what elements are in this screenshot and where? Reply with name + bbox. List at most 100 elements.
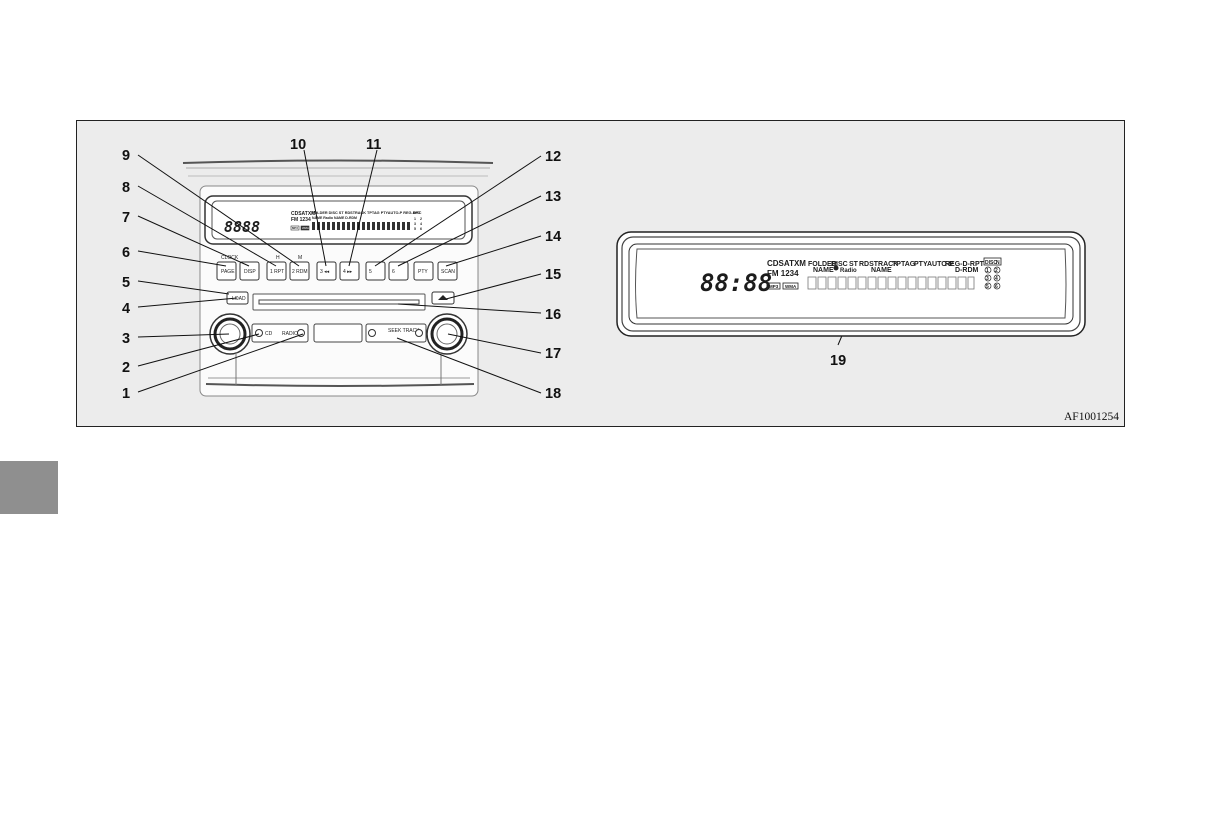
- seek-up-button[interactable]: [415, 329, 423, 337]
- large-reg-rpt-label: REG-D-RPT: [945, 261, 985, 268]
- large-wma-badge: WMA: [785, 284, 797, 289]
- callout-4: 4: [122, 301, 130, 317]
- large-disc-label: DISC: [831, 261, 848, 268]
- leader-5: [137, 280, 230, 295]
- large-track-name-label: NAME: [871, 267, 892, 274]
- cd-slot[interactable]: [252, 293, 426, 311]
- large-d-rdm-label: D-RDM: [955, 267, 978, 274]
- callout-11: 11: [366, 137, 381, 153]
- cd-button-label: CD: [265, 331, 273, 337]
- figure-id: AF1001254: [1064, 411, 1119, 423]
- preset-3-button[interactable]: [316, 261, 337, 281]
- preset-6-button[interactable]: [388, 261, 409, 281]
- radio-icon: [833, 265, 839, 271]
- scan-button[interactable]: [437, 261, 458, 281]
- callout-6: 6: [122, 245, 130, 261]
- leader-3: [137, 333, 230, 338]
- callout-1: 1: [122, 386, 130, 402]
- leader-lines: [137, 149, 861, 394]
- cd-button[interactable]: [255, 329, 263, 337]
- large-pty-autop-label: PTYAUTO-P: [914, 261, 954, 268]
- small-disc-label: DISC: [413, 211, 422, 215]
- leader-12: [374, 155, 542, 267]
- callout-9: 9: [122, 148, 130, 164]
- leader-15: [445, 273, 542, 300]
- callout-12: 12: [545, 149, 561, 165]
- large-folder-name-label: NAME: [813, 267, 834, 274]
- small-badge-mp3: MP3: [292, 226, 298, 230]
- leader-14: [445, 235, 542, 267]
- leader-7: [137, 215, 250, 267]
- leader-8: [137, 185, 277, 267]
- preset-2-rdm-button[interactable]: [289, 261, 310, 281]
- button-row: PAGE DISP 1 RPT 2 RDM 3 ◂◂ 4 ▸▸ 5 6 PTY …: [216, 261, 458, 281]
- center-panel: [313, 323, 363, 343]
- large-tptag-label: TPTAG: [892, 261, 916, 268]
- leader-1: [137, 333, 304, 393]
- disc-2-label: 2: [995, 268, 998, 274]
- leader-4: [137, 297, 238, 308]
- scan-button-label: SCAN: [441, 269, 455, 275]
- preset-6-label: 6: [392, 269, 395, 275]
- small-display-indicators: FOLDER DISC ST RDSTRACK TPTAG PTYAUTO-P …: [312, 211, 421, 215]
- large-st-label: ST: [849, 261, 859, 268]
- callout-13: 13: [545, 189, 561, 205]
- radio-button[interactable]: [297, 329, 305, 337]
- callout-numbers: 1 2 3 4 5 6 7 8 9 10 11 12 13 14 15 16 1…: [122, 137, 846, 402]
- large-display-dotmatrix: [807, 276, 975, 290]
- seek-track-label: SEEK TRACK: [388, 328, 420, 334]
- preset-1-label: 1 RPT: [270, 269, 284, 275]
- preset-1-rpt-button[interactable]: [266, 261, 287, 281]
- hour-label: H: [276, 255, 280, 261]
- callout-18: 18: [545, 386, 561, 402]
- page-button[interactable]: [216, 261, 237, 281]
- preset-5-button[interactable]: [365, 261, 386, 281]
- disp-button-label: DISP: [244, 269, 256, 275]
- large-disc-badge-n: N: [996, 260, 1000, 266]
- seek-down-button[interactable]: [368, 329, 376, 337]
- disc-3-label: 3: [986, 276, 989, 282]
- callout-3: 3: [122, 331, 130, 347]
- small-disc-n3: 3: [414, 222, 416, 226]
- radio-button-label: RADIO: [282, 331, 298, 337]
- small-display-source: CDSATXM: [291, 211, 315, 217]
- large-rds-track-label: RDSTRACK: [859, 261, 898, 268]
- clock-label: CLOCK: [221, 255, 239, 261]
- small-disc-n6: 6: [420, 227, 422, 231]
- callout-10: 10: [290, 137, 306, 153]
- leader-16: [397, 303, 542, 314]
- preset-5-label: 5: [369, 269, 372, 275]
- load-button[interactable]: [226, 291, 249, 305]
- disp-button[interactable]: [239, 261, 260, 281]
- disc-number-indicators: 1 2 3 4 5 6: [984, 266, 1001, 290]
- callout-7: 7: [122, 210, 130, 226]
- large-folder-label: FOLDER: [808, 261, 837, 268]
- enlarged-display: 88:88 CDSATXM FM 1234 FOLDER NAME DISC S…: [616, 231, 1086, 337]
- disc-4-label: 4: [995, 276, 998, 282]
- callout-14: 14: [545, 229, 561, 245]
- small-display-subrow: NAME Radio NAME D-RDM: [312, 216, 357, 220]
- small-display-fm: FM 1234: [291, 217, 311, 223]
- large-radio-label: Radio: [840, 268, 857, 274]
- leader-2: [137, 333, 260, 367]
- leader-6: [137, 250, 227, 267]
- leader-10: [303, 149, 327, 267]
- pty-button-label: PTY: [418, 269, 428, 275]
- callout-2: 2: [122, 360, 130, 376]
- large-fm-label: FM 1234: [767, 269, 799, 278]
- leader-18: [396, 337, 542, 394]
- small-disc-n4: 4: [420, 222, 422, 226]
- small-badge-wma: WMA: [302, 226, 309, 230]
- callout-15: 15: [545, 267, 561, 283]
- small-disc-n5: 5: [414, 227, 416, 231]
- pty-button[interactable]: [413, 261, 434, 281]
- callout-8: 8: [122, 180, 130, 196]
- preset-2-label: 2 RDM: [292, 269, 308, 275]
- callout-16: 16: [545, 307, 561, 323]
- preset-4-label: 4 ▸▸: [343, 269, 353, 275]
- small-disc-n1: 1: [414, 217, 416, 221]
- callout-5: 5: [122, 275, 130, 291]
- leader-11: [348, 149, 378, 267]
- disc-1-label: 1: [986, 268, 989, 274]
